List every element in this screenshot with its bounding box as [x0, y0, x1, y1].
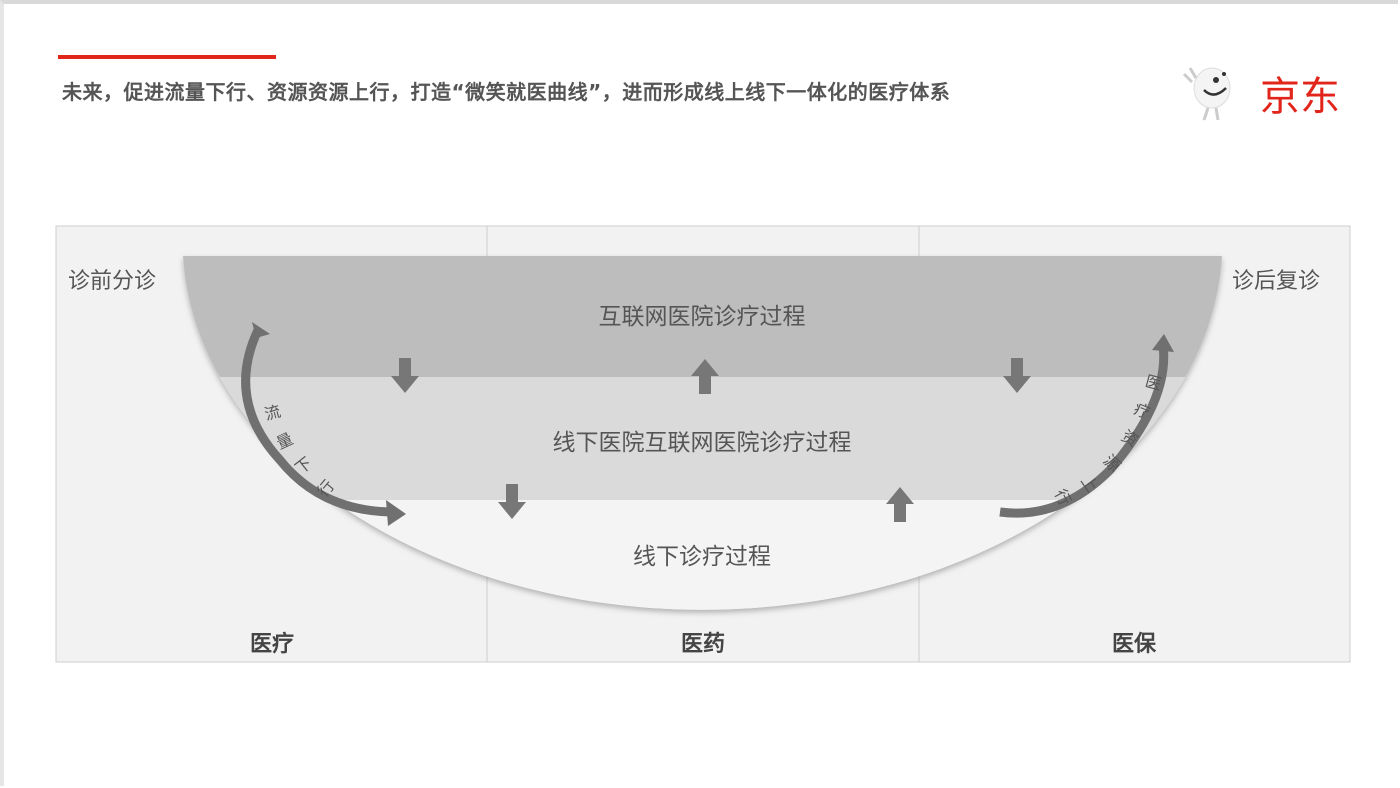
curve-text-char: 量 — [273, 429, 296, 453]
up-arrow-icon — [886, 487, 914, 522]
down-arrow-icon — [391, 358, 419, 393]
resource-up-curved-arrow — [999, 344, 1169, 518]
arrow-head-icon — [386, 500, 406, 526]
up-arrow-icon — [691, 359, 719, 394]
band-label-hybrid: 线下医院互联网医院诊疗过程 — [553, 430, 852, 456]
down-arrow-icon — [498, 484, 526, 519]
band-label-offline: 线下诊疗过程 — [633, 544, 771, 570]
curve-text-char: 行 — [1051, 486, 1075, 509]
traffic-down-curved-arrow — [241, 328, 391, 517]
down-arrow-icon — [1003, 358, 1031, 393]
logo-text: 京东 — [1260, 74, 1340, 120]
column-label-medical: 医疗 — [250, 631, 294, 657]
column-label-insurance: 医保 — [1112, 632, 1157, 657]
title-accent-line — [58, 55, 276, 59]
column-label-pharma: 医药 — [681, 632, 725, 657]
band-label-online: 互联网医院诊疗过程 — [599, 304, 806, 330]
arrow-head-icon — [1152, 334, 1174, 352]
slide-title: 未来，促进流量下行、资源资源上行，打造“微笑就医曲线”，进而形成线上线下一体化的… — [62, 80, 951, 104]
band-hybrid — [183, 377, 1222, 500]
jd-logo: 京东 — [1182, 67, 1340, 121]
curve-text-char: 医 — [1143, 371, 1163, 393]
arrow-head-icon — [252, 322, 270, 338]
post-diagnosis-label: 诊后复诊 — [1232, 269, 1320, 294]
curve-text-char: 疗 — [1131, 399, 1153, 423]
pre-diagnosis-label: 诊前分诊 — [68, 269, 156, 294]
band-online — [183, 256, 1222, 377]
curve-text-char: 流 — [262, 401, 282, 423]
